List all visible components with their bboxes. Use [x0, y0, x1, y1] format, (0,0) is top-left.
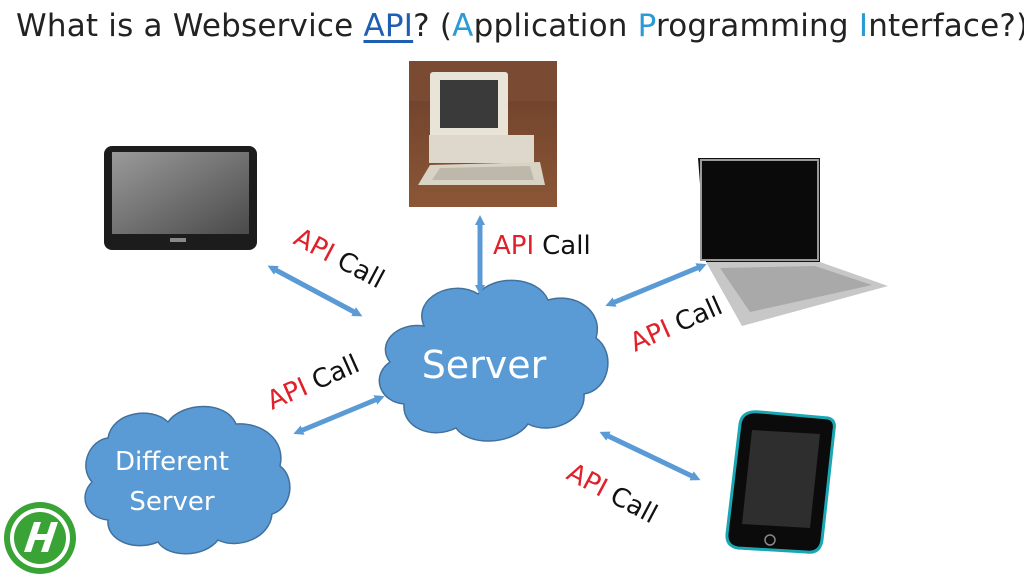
- arrow-phone-server: [599, 431, 701, 481]
- arrow-diffserver-server: [293, 395, 385, 435]
- title-text-q: ? (: [413, 8, 453, 44]
- desktop-computer-icon: [409, 61, 557, 207]
- title-text: What is a: [16, 8, 173, 44]
- api-call-label-diffserver: APICall: [263, 349, 364, 416]
- server-label: Server: [422, 343, 547, 387]
- api-call-label-laptop: APICall: [626, 291, 727, 358]
- logo-icon: [4, 502, 76, 574]
- title-webservice: Webservice: [172, 8, 354, 44]
- title-letter-i: I: [858, 8, 869, 44]
- title-api-link[interactable]: API: [363, 8, 414, 44]
- page-title: What is a Webservice API? (Application P…: [16, 8, 1024, 44]
- laptop-icon: [698, 158, 888, 326]
- tablet-icon: [104, 146, 257, 250]
- arrow-tablet-server: [267, 265, 363, 317]
- title-programming: rogramming: [656, 8, 859, 44]
- different-server-line2: Server: [129, 487, 215, 517]
- server-cloud: Server: [378, 279, 609, 442]
- title-letter-p: P: [637, 8, 656, 44]
- different-server-cloud: Different Server: [84, 405, 291, 555]
- different-server-line1: Different: [115, 447, 229, 477]
- arrow-laptop-server: [605, 263, 707, 307]
- title-application: pplication: [473, 8, 638, 44]
- api-call-label-phone: APICall: [562, 458, 662, 530]
- title-interface: nterface?): [868, 8, 1024, 44]
- smartphone-icon: [724, 410, 836, 560]
- title-letter-a: A: [452, 8, 474, 44]
